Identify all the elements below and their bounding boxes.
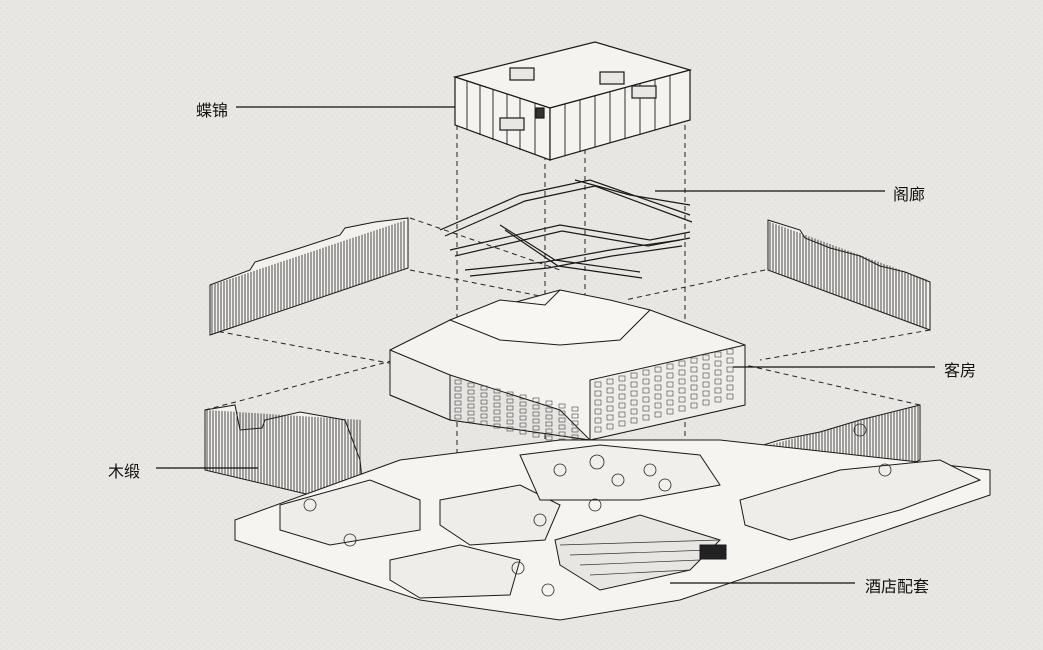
label-corridor: 阁廊 [893, 185, 926, 204]
label-roof: 蝶锦 [196, 101, 229, 120]
corridor-strips [439, 179, 693, 279]
screen-wall-left-lower [204, 404, 366, 509]
tree-icons [303, 423, 892, 597]
guest-rooms-block [389, 289, 746, 447]
label-guest-rooms: 客房 [944, 361, 977, 380]
label-wood-screen: 木缎 [108, 462, 141, 481]
leader-lines [156, 106, 935, 584]
roof-frame [452, 41, 693, 161]
screen-wall-left-upper [209, 217, 409, 336]
ground-facilities [234, 423, 991, 621]
screen-wall-right-upper [767, 219, 931, 331]
label-hotel-facilities: 酒店配套 [865, 577, 930, 596]
